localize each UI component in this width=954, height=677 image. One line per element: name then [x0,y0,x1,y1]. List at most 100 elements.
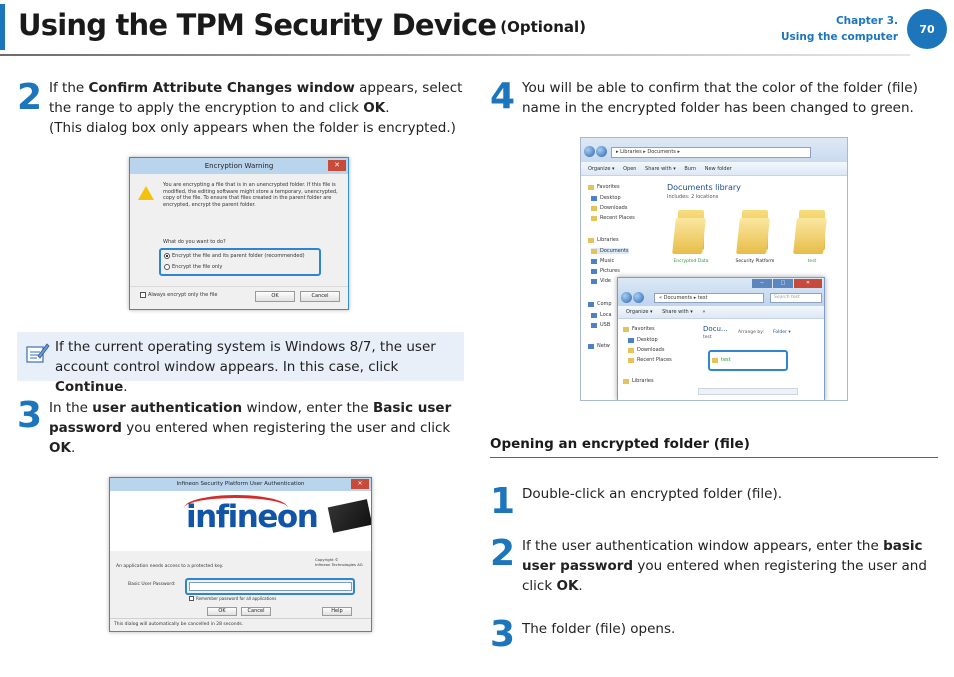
folder-label-encrypted: Encrypted Data [673,259,709,264]
address-bar[interactable]: ▸ Libraries ▸ Documents ▸ [611,147,811,158]
sidebar-item-local-disk[interactable]: Loca [591,312,612,318]
forward-icon[interactable] [596,146,607,157]
step-number: 2 [17,77,43,118]
sidebar-item-favorites[interactable]: Favorites [623,326,655,332]
recent-places-icon [628,357,634,363]
window-toolbar: Organize ▾ Share with ▾ » [618,306,824,319]
sidebar-item-usb[interactable]: USB [591,322,610,328]
sidebar-item-recent[interactable]: Recent Places [628,357,672,363]
list-item[interactable]: test [712,357,731,363]
note-box: If the current operating system is Windo… [17,332,464,395]
page-number-badge: 70 [907,9,947,49]
sidebar-item-libraries[interactable]: Libraries [623,378,654,384]
step-text-bold: basic user password [522,538,923,574]
library-subtitle: test [703,335,712,340]
toolbar-share[interactable]: Share with ▾ [662,309,693,315]
arrange-dropdown[interactable]: Folder ▾ [773,330,791,335]
checkbox-label: Remember password for all applications [196,596,277,601]
libraries-icon [588,237,594,243]
dialog-message: An application needs access to a protect… [116,564,224,569]
option-encrypt-file[interactable]: Encrypt the file only [164,264,222,270]
sidebar-label: Recent Places [600,215,635,221]
library-subtitle[interactable]: Includes: 2 locations [667,194,719,200]
step-number: 3 [490,614,516,655]
password-label: Basic User Password: [128,582,176,587]
sidebar-item-music[interactable]: Music [591,258,614,264]
address-bar[interactable]: « Documents ▸ test [654,293,764,303]
status-text: This dialog will automatically be cancel… [114,622,244,627]
folder-icon[interactable] [672,210,708,254]
cancel-button[interactable]: Cancel [241,607,271,616]
option-label: Encrypt the file and its parent folder (… [172,253,305,259]
folder-label-encrypted: test [807,259,817,264]
note-text-part: If the current operating system is Windo… [55,339,436,375]
step-text-part: appears, select the range to apply the e… [49,80,463,116]
sidebar-item-libraries[interactable]: Libraries [588,237,619,243]
company-line: Infineon Technologies AG [315,562,363,567]
sidebar-item-pictures[interactable]: Pictures [591,268,620,274]
toolbar-organize[interactable]: Organize ▾ [588,166,615,172]
sidebar-item-videos[interactable]: Vide [591,278,611,284]
window-titlebar: ─ □ ✕ « Documents ▸ test Search test [618,278,824,306]
cancel-button[interactable]: Cancel [300,291,340,302]
note-pencil-icon [26,343,50,363]
step-text-bold: Basic user password [49,400,452,436]
radio-icon[interactable] [164,264,170,270]
folder-icon[interactable] [736,210,772,254]
step-text-part: you entered when registering the user an… [522,558,927,594]
toolbar-organize[interactable]: Organize ▾ [626,309,653,315]
always-encrypt-checkbox[interactable]: Always encrypt only the file [140,292,217,298]
toolbar-more[interactable]: » [702,309,706,315]
sidebar-item-desktop[interactable]: Desktop [628,337,658,343]
note-text: If the current operating system is Windo… [55,337,460,397]
checkbox-icon[interactable] [140,292,146,298]
minimize-icon[interactable]: ─ [752,279,772,288]
music-icon [591,258,597,264]
step-text: The folder (file) opens. [522,621,676,637]
forward-icon[interactable] [633,292,644,303]
toolbar-share[interactable]: Share with ▾ [645,166,676,172]
back-icon[interactable] [584,146,595,157]
help-button[interactable]: Help [322,607,352,616]
step-text: You will be able to confirm that the col… [522,80,918,116]
sidebar-item-documents[interactable]: Documents [591,248,629,254]
sidebar-item-downloads[interactable]: Downloads [628,347,664,353]
divider [130,286,348,287]
chip-image [327,499,371,533]
checkbox-label: Always encrypt only the file [148,292,218,298]
horizontal-scrollbar[interactable] [698,388,798,395]
search-input[interactable]: Search test [770,293,822,303]
ok-button[interactable]: OK [255,291,295,302]
sidebar-item-network[interactable]: Netw [588,343,610,349]
ok-button[interactable]: OK [207,607,237,616]
note-text-part: . [123,379,128,395]
option-encrypt-parent[interactable]: Encrypt the file and its parent folder (… [164,253,305,259]
step-text-bold: OK [363,100,386,116]
folder-icon [712,357,718,363]
step-text-part: window, enter the [242,400,373,416]
step-text-part: If the [49,80,89,96]
checkbox-icon[interactable] [189,596,194,601]
sidebar-item-favorites[interactable]: Favorites [588,184,620,190]
folder-icon[interactable] [793,210,829,254]
step-text-note: (This dialog box only appears when the f… [49,120,456,136]
step-text-part: If the user authentication window appear… [522,538,884,554]
close-icon[interactable]: ✕ [328,160,346,171]
back-icon[interactable] [621,292,632,303]
close-icon[interactable]: ✕ [794,279,822,288]
close-icon[interactable]: ✕ [351,479,369,489]
toolbar-open[interactable]: Open [623,166,637,172]
step-number: 4 [490,76,516,117]
sidebar-item-downloads[interactable]: Downloads [591,205,627,211]
toolbar-burn[interactable]: Burn [684,166,697,172]
computer-icon [588,301,594,307]
remember-checkbox[interactable]: Remember password for all applications [189,596,276,601]
password-input[interactable] [189,582,352,591]
sidebar-label: Loca [600,312,612,318]
radio-selected-icon[interactable] [164,253,170,259]
sidebar-item-computer[interactable]: Comp [588,301,612,307]
sidebar-item-recent[interactable]: Recent Places [591,215,635,221]
sidebar-item-desktop[interactable]: Desktop [591,195,621,201]
maximize-icon[interactable]: □ [773,279,793,288]
toolbar-new-folder[interactable]: New folder [704,166,732,172]
